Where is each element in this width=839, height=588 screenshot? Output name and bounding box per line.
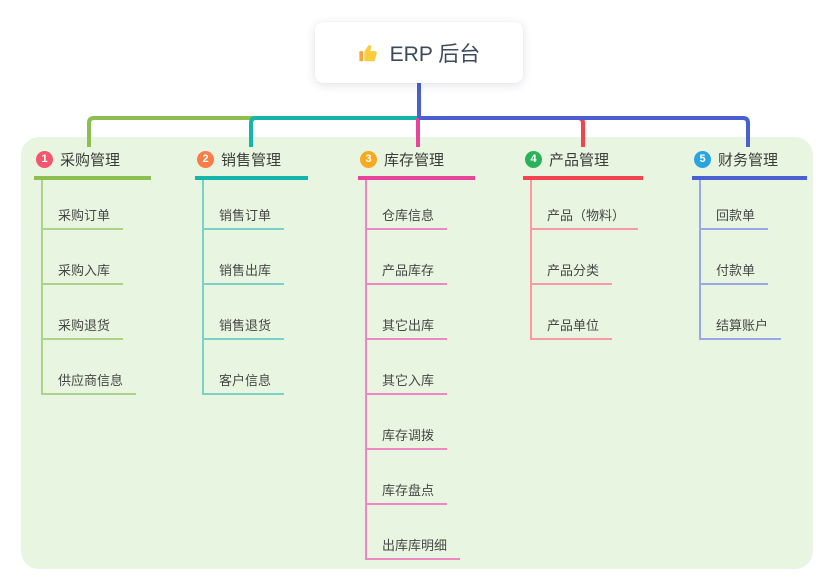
child-node[interactable]: 产品库存 [367,260,448,285]
branch-header[interactable]: 3 库存管理 [358,146,475,180]
child-node[interactable]: 供应商信息 [43,370,137,395]
child-node[interactable]: 付款单 [701,260,769,285]
branch-header[interactable]: 2 销售管理 [195,146,308,180]
child-node[interactable]: 其它出库 [367,315,448,340]
branch-number-badge: 5 [694,151,711,168]
branch-number-badge: 2 [197,151,214,168]
child-node[interactable]: 出库库明细 [367,535,461,560]
child-node[interactable]: 销售订单 [204,205,285,230]
branch-children: 销售订单 销售出库 销售退货 客户信息 [202,180,285,395]
branch-number-badge: 1 [36,151,53,168]
child-node[interactable]: 结算账户 [701,315,782,340]
branch-label: 产品管理 [549,152,610,169]
branch-children: 回款单 付款单 结算账户 [699,180,782,340]
branch-header[interactable]: 5 财务管理 [692,146,807,180]
child-node[interactable]: 采购入库 [43,260,124,285]
child-node[interactable]: 库存盘点 [367,480,448,505]
branch-purchase: 1 采购管理 采购订单 采购入库 采购退货 供应商信息 [34,146,151,395]
branch-children: 仓库信息 产品库存 其它出库 其它入库 库存调拨 库存盘点 出库库明细 [365,180,461,560]
branch-finance: 5 财务管理 回款单 付款单 结算账户 [692,146,807,340]
child-node[interactable]: 仓库信息 [367,205,448,230]
child-node[interactable]: 销售退货 [204,315,285,340]
child-node[interactable]: 采购订单 [43,205,124,230]
child-node[interactable]: 库存调拨 [367,425,448,450]
thumbs-up-icon [358,42,380,64]
branch-children: 采购订单 采购入库 采购退货 供应商信息 [41,180,137,395]
branch-inventory: 3 库存管理 仓库信息 产品库存 其它出库 其它入库 库存调拨 库存盘点 出库库… [358,146,475,560]
child-node[interactable]: 产品单位 [532,315,613,340]
branch-number-badge: 3 [360,151,377,168]
root-label: ERP 后台 [389,42,481,66]
child-node[interactable]: 销售出库 [204,260,285,285]
child-node[interactable]: 产品（物料） [532,205,639,230]
branch-label: 采购管理 [60,152,121,169]
child-node[interactable]: 产品分类 [532,260,613,285]
branch-label: 库存管理 [384,152,445,169]
branch-children: 产品（物料） 产品分类 产品单位 [530,180,639,340]
branch-label: 销售管理 [221,152,282,169]
branch-label: 财务管理 [718,152,779,169]
child-node[interactable]: 回款单 [701,205,769,230]
root-node[interactable]: ERP 后台 [315,22,523,83]
branch-product: 4 产品管理 产品（物料） 产品分类 产品单位 [523,146,643,340]
branch-header[interactable]: 4 产品管理 [523,146,643,180]
child-node[interactable]: 客户信息 [204,370,285,395]
child-node[interactable]: 采购退货 [43,315,124,340]
branch-sales: 2 销售管理 销售订单 销售出库 销售退货 客户信息 [195,146,308,395]
branch-header[interactable]: 1 采购管理 [34,146,151,180]
branch-number-badge: 4 [525,151,542,168]
child-node[interactable]: 其它入库 [367,370,448,395]
branches-panel [21,137,813,569]
